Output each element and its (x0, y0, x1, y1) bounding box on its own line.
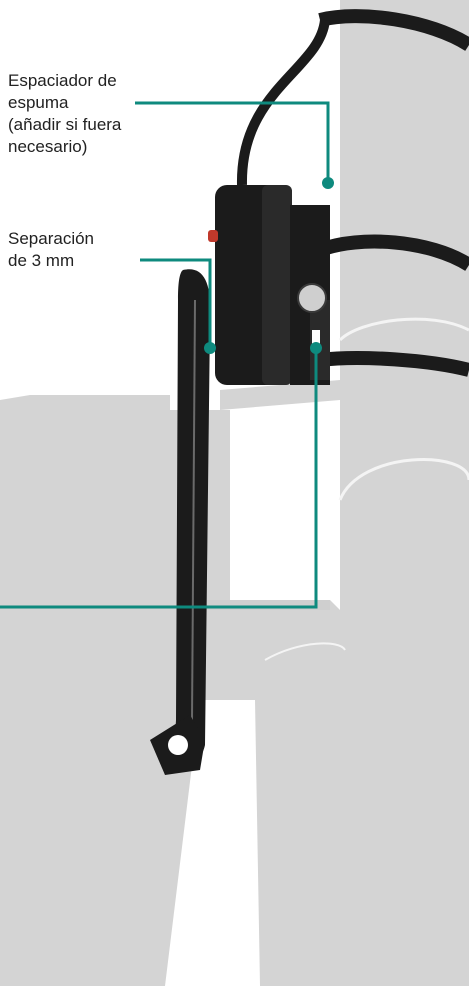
callout-lines (0, 101, 334, 609)
crank-arm (150, 269, 211, 775)
gap-leader (140, 258, 212, 348)
cable (236, 19, 330, 186)
strap-dot (310, 342, 322, 354)
strap-leader (0, 348, 318, 609)
gap-label: Separación de 3 mm (8, 229, 95, 270)
strap-bands (317, 9, 469, 377)
foam-spacer-leader (135, 101, 330, 183)
foam-spacer-dot (322, 177, 334, 189)
radar-device (208, 185, 330, 385)
gap-dot (204, 342, 216, 354)
mount-bolt (297, 283, 327, 313)
foam-spacer-label: Espaciador de espuma (añadir si fuera ne… (8, 71, 122, 156)
